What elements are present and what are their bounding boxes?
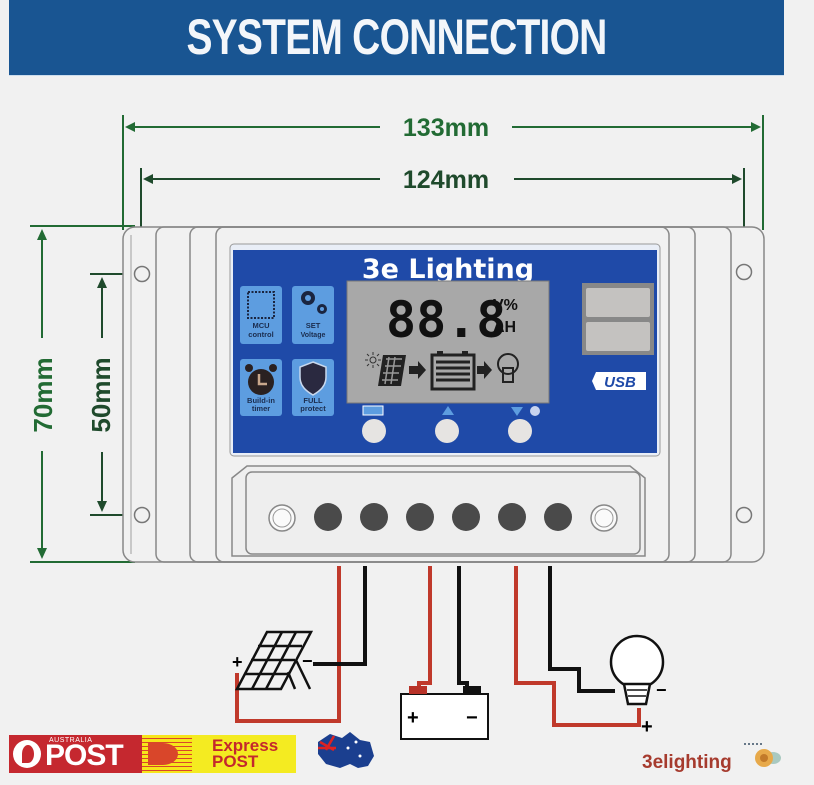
terminal-screw-left-inner (272, 508, 292, 528)
solar-panel-icon (234, 630, 314, 691)
svg-text:MCU: MCU (252, 321, 269, 330)
express-post-text: POST (212, 752, 259, 771)
mount-hole-bottom-right (735, 506, 753, 524)
chip-icon (247, 291, 275, 319)
brand-label: 3e Lighting (362, 254, 534, 285)
ap-big-text: POST (45, 739, 124, 772)
mount-hole-top-right (735, 263, 753, 281)
express-text: Express (212, 736, 279, 755)
load-plus-label: + (641, 716, 653, 738)
express-post-block: Express POST (192, 735, 296, 773)
mount-height-label: 50mm (86, 357, 116, 432)
terminal-hole (314, 503, 342, 531)
battery-icon (400, 686, 489, 740)
svg-text:FULL: FULL (303, 396, 323, 405)
menu-button[interactable] (362, 405, 386, 443)
overall-height-label: 70mm (28, 357, 58, 432)
feature-badge-mcu: MCU control (240, 286, 282, 344)
arrow-icon (409, 361, 426, 379)
australia-flag-map-icon (318, 732, 374, 768)
svg-text:control: control (248, 330, 273, 339)
mount-width-label: 124mm (403, 166, 489, 194)
feature-badge-timer: Build-in timer (240, 359, 282, 416)
terminal-hole (544, 503, 572, 531)
wire-load-negative (548, 566, 615, 693)
lcd-unit-bottom: AH (493, 319, 516, 336)
lcd-unit-top: V% (493, 297, 518, 314)
terminals (314, 503, 572, 531)
ap-small-text: AUSTRALIA (49, 737, 93, 744)
svg-text:timer: timer (252, 404, 270, 413)
minus-triangle-contrast-icon (511, 407, 523, 416)
sun-icon (365, 352, 381, 368)
wire-solar-positive (235, 566, 341, 723)
footer-brand: 3elighting (642, 752, 732, 773)
feature-badge-set-voltage: SET Voltage (292, 286, 334, 344)
wire-load-positive (514, 566, 641, 727)
svg-text:Build-in: Build-in (247, 396, 275, 405)
load-minus-label: − (656, 680, 667, 700)
terminal-hole (452, 503, 480, 531)
ap-red-block: AUSTRALIA POST (9, 735, 142, 773)
flower-logo-icon (744, 743, 781, 767)
dimension-overall-width (122, 115, 764, 230)
menu-icon (362, 405, 384, 416)
mount-hole-bottom-left (133, 506, 151, 524)
svg-text:SET: SET (306, 321, 321, 330)
terminal-hole (360, 503, 388, 531)
terminal-hole (498, 503, 526, 531)
terminal-hole (406, 503, 434, 531)
wire-solar-negative (313, 566, 367, 666)
mount-hole-top-left (133, 265, 151, 283)
battery-icon (430, 351, 476, 391)
shield-icon (299, 361, 327, 396)
ap-symbol-icon (13, 740, 41, 768)
overall-width-label: 133mm (403, 114, 489, 142)
dimension-overall-height (30, 225, 135, 563)
up-button[interactable] (435, 406, 459, 443)
solar-panel-icon (378, 355, 406, 386)
lcd-digits: 88.8 (386, 291, 506, 349)
solar-plus-label: + (232, 652, 243, 672)
wire-battery-negative (457, 566, 469, 693)
bulb-icon (497, 353, 519, 383)
lcd-display: 88.8 V% AH (346, 280, 550, 404)
down-button[interactable] (508, 406, 540, 443)
bulb-icon (609, 634, 665, 706)
usb-ports (582, 283, 654, 355)
svg-text:protect: protect (300, 404, 326, 413)
battery-plus-label: + (407, 707, 419, 729)
solar-minus-label: − (302, 651, 313, 671)
wire-battery-positive (417, 566, 432, 693)
alarm-clock-icon (245, 364, 277, 395)
plus-triangle-icon (442, 406, 454, 415)
page-title: SYSTEM CONNECTION (186, 9, 607, 65)
gears-icon (301, 291, 327, 314)
battery-minus-label: − (466, 707, 478, 729)
terminal-block (231, 465, 646, 557)
express-swoosh-icon (142, 735, 192, 773)
usb-logo: USB (592, 372, 646, 391)
arrow-icon (477, 361, 492, 379)
svg-text:USB: USB (604, 374, 636, 391)
header-banner: SYSTEM CONNECTION (9, 0, 784, 75)
svg-text:Voltage: Voltage (301, 332, 326, 339)
feature-badge-protect: FULL protect (292, 359, 334, 416)
australia-post-logo: AUSTRALIA POST Express POST (9, 735, 296, 773)
terminal-screw-right-inner (594, 508, 614, 528)
